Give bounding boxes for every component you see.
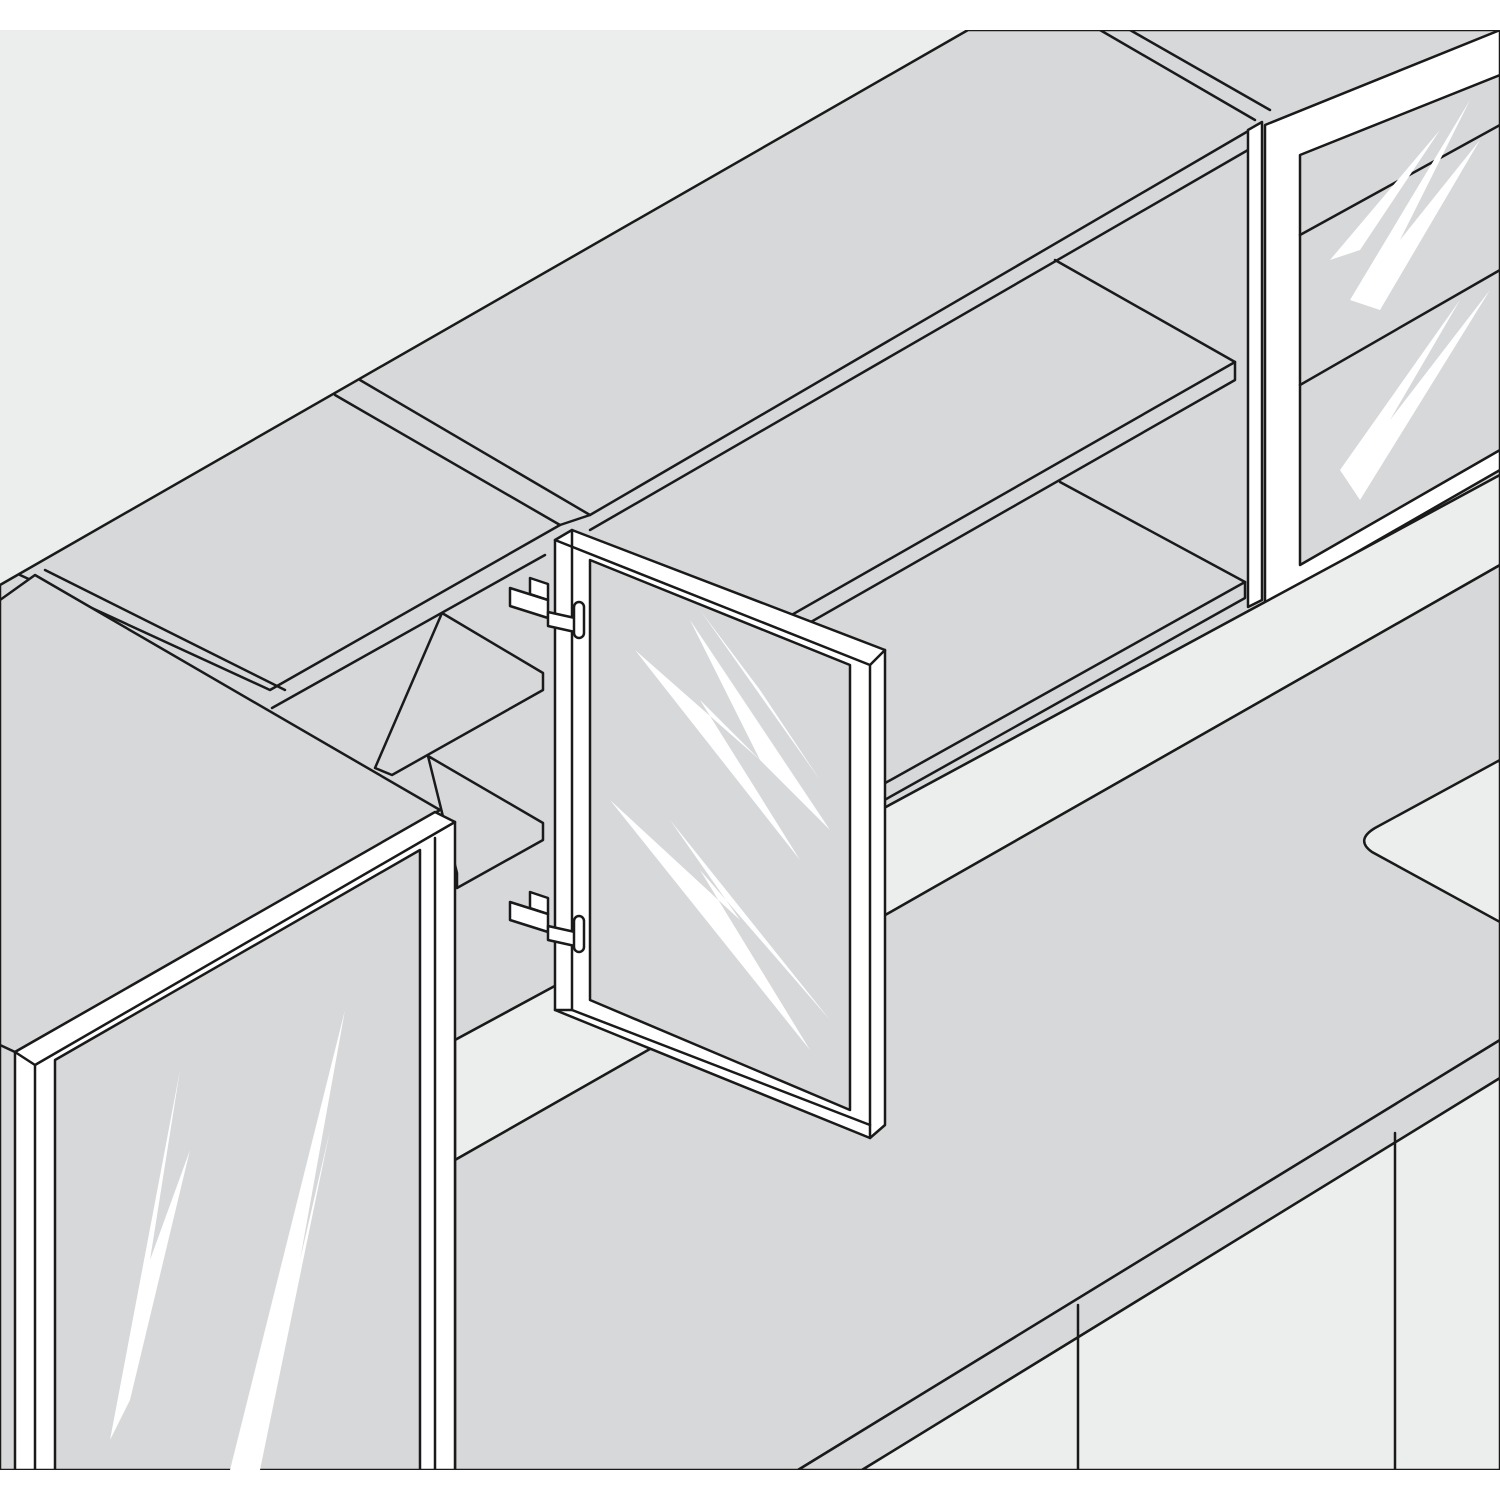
bottom-margin xyxy=(0,1470,1500,1500)
front-glass-cabinet xyxy=(0,573,457,1472)
left-cabinet-shelves xyxy=(373,611,545,890)
upper-cabinet-top-joints xyxy=(18,28,1272,710)
sink-cutout xyxy=(1363,758,1500,924)
hinge-icon xyxy=(508,890,586,954)
glass-door xyxy=(553,528,887,1140)
top-margin xyxy=(0,0,1500,30)
cabinet-side-panel xyxy=(1246,120,1264,609)
right-glass-cabinet xyxy=(1263,28,1500,607)
hinge-icon xyxy=(508,576,586,640)
